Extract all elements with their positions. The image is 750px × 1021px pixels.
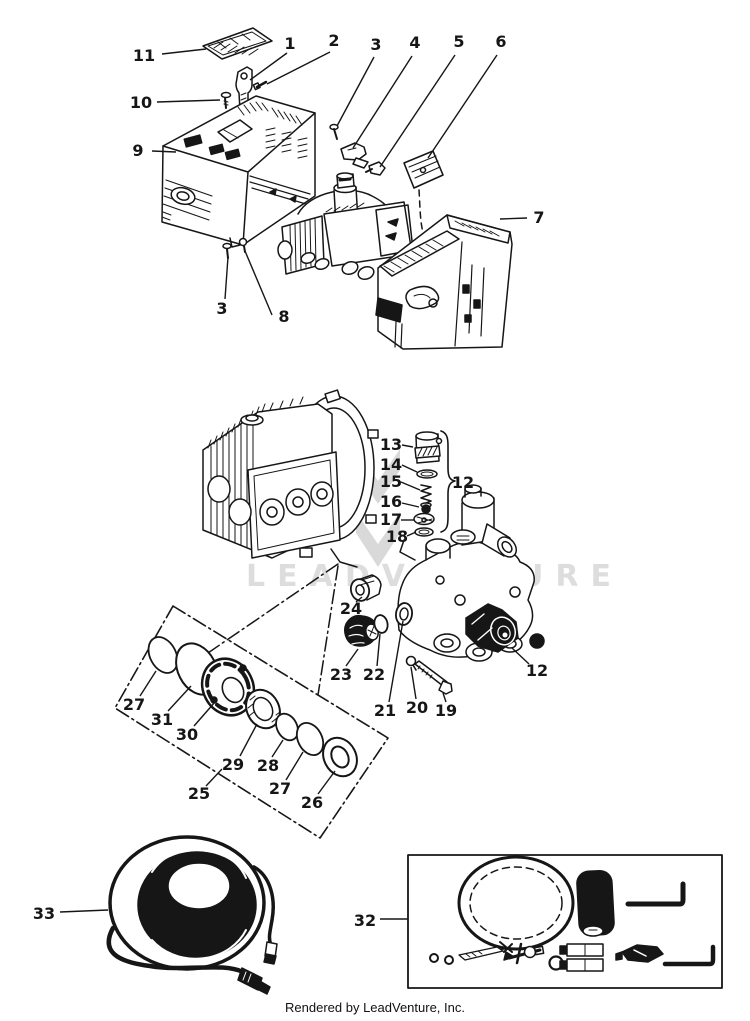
kit-nozzle-cleaner [507,942,545,965]
part-vent-panel [202,27,273,60]
part-outlet-fitting-12 [465,603,519,653]
part-screw-20 [405,655,417,671]
callout-21[interactable]: 21 [374,701,396,720]
part-seal-kit-box [114,605,389,839]
callout-3-bottom[interactable]: 3 [216,299,227,318]
part-screw-3-top [329,123,339,140]
part-oring-22 [373,614,389,634]
callout-15[interactable]: 15 [380,472,402,491]
callout-33[interactable]: 33 [33,904,55,923]
callout-5[interactable]: 5 [453,32,464,51]
callout-1[interactable]: 1 [284,34,295,53]
callout-20[interactable]: 20 [406,698,428,717]
callout-14[interactable]: 14 [380,455,402,474]
part-seal-29 [245,688,281,730]
part-oring-27-right [295,722,325,756]
part-seal-assembly-30 [200,657,256,717]
part-bolt-19 [414,660,453,695]
kit-allen-wrench-bottom [662,944,716,967]
part-oring-14 [416,469,438,479]
callout-7[interactable]: 7 [533,208,544,227]
callout-12-fitting[interactable]: 12 [526,661,548,680]
plate-alignment-dashed-line [418,189,433,242]
callout-8[interactable]: 8 [278,307,289,326]
kit-oring-small-a [429,953,439,963]
callout-10[interactable]: 10 [130,93,152,112]
part-oring-28 [275,712,299,742]
part-accessory-kit-32 [407,854,723,989]
callout-13[interactable]: 13 [380,435,402,454]
part-engine-cover [375,214,513,350]
callout-29[interactable]: 29 [222,755,244,774]
part-oring-27-left [147,636,179,674]
callout-25[interactable]: 25 [188,784,210,803]
part-plug-24 [349,574,382,602]
part-plate [403,150,444,189]
callout-22[interactable]: 22 [363,665,385,684]
part-oring-18 [414,527,434,537]
watermark-logo-chevron-bottom [356,512,400,567]
part-switch [340,142,369,169]
callout-2[interactable]: 2 [328,31,339,50]
callout-27-right[interactable]: 27 [269,779,291,798]
seal-kit-pointer [185,548,358,696]
callout-31[interactable]: 31 [151,710,173,729]
callout-16[interactable]: 16 [380,492,402,511]
part-pump-assembly-top [277,172,418,281]
callout-26[interactable]: 26 [301,793,323,812]
part-crankcase [202,389,379,559]
callout-28[interactable]: 28 [257,756,279,775]
part-seal-ring-26 [322,736,358,778]
part-screw-8 [238,237,248,253]
callout-3-top[interactable]: 3 [370,35,381,54]
callout-9[interactable]: 9 [132,141,143,160]
callout-30[interactable]: 30 [176,725,198,744]
callout-11[interactable]: 11 [133,46,155,65]
callout-27-left[interactable]: 27 [123,695,145,714]
callout-leaders [59,48,530,920]
kit-pick-tool [458,946,511,961]
callout-6[interactable]: 6 [495,32,506,51]
part-engine-shroud [161,95,316,248]
callout-19[interactable]: 19 [435,701,457,720]
callout-labels: 11 1 2 3 4 5 6 10 9 7 3 8 13 14 15 16 17… [33,31,548,930]
kit-oring-small-b [444,955,454,965]
part-pin [252,80,268,91]
part-valve-16 [420,502,432,514]
part-valve-seat-17 [413,512,435,526]
kit-allen-wrench-top [625,881,686,907]
callout-24[interactable]: 24 [340,599,362,618]
part-hose-33 [106,835,278,995]
kit-coiled-hose [457,855,575,961]
callout-32[interactable]: 32 [354,911,376,930]
kit-grease-tube [576,869,615,937]
kit-connector-blocks [559,943,604,972]
callout-4[interactable]: 4 [409,33,420,52]
part-valve-cap-13 [414,431,443,464]
callout-12-valve-group[interactable]: 12 [452,473,474,492]
part-screw-3-bottom [222,242,232,259]
part-screw-10 [220,91,232,109]
kit-dark-fitting [615,944,664,963]
callout-17[interactable]: 17 [380,510,402,529]
callout-18[interactable]: 18 [386,527,408,546]
callout-23[interactable]: 23 [330,665,352,684]
part-terminal [365,161,386,176]
render-credit: Rendered by LeadVenture, Inc. [285,1000,465,1015]
valve-group-brace [440,430,456,533]
